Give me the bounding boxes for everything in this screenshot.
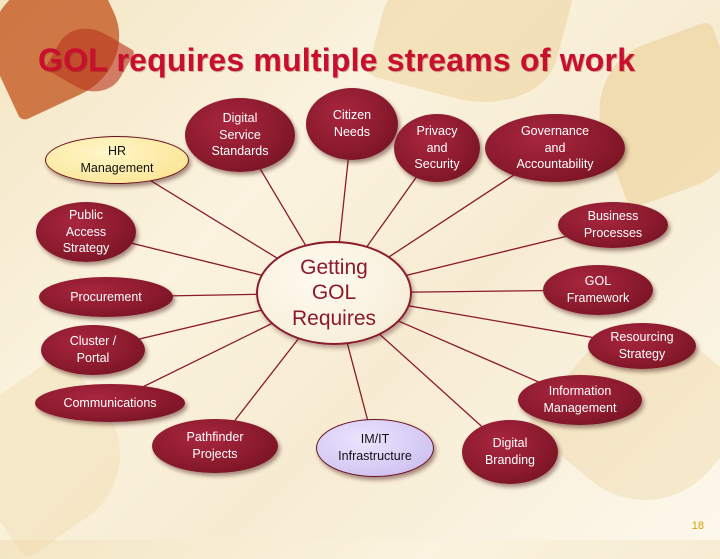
node-im-it-infrastructure[interactable]: IM/IT Infrastructure [316,419,434,477]
center-node: Getting GOL Requires [256,241,412,345]
node-gol-framework[interactable]: GOL Framework [543,265,653,315]
node-digital-service-standards[interactable]: Digital Service Standards [185,98,295,172]
node-cluster-portal[interactable]: Cluster / Portal [41,325,145,375]
node-citizen-needs[interactable]: Citizen Needs [306,88,398,160]
slide-title: GOL requires multiple streams of work [38,42,636,78]
node-hr-management[interactable]: HR Management [45,136,189,184]
node-pathfinder-projects[interactable]: Pathfinder Projects [152,419,278,473]
node-business-processes[interactable]: Business Processes [558,202,668,248]
node-privacy-and-security[interactable]: Privacy and Security [394,114,480,182]
node-procurement[interactable]: Procurement [39,277,173,317]
node-governance-and-accountability[interactable]: Governance and Accountability [485,114,625,182]
page-number: 18 [691,520,704,532]
node-public-access-strategy[interactable]: Public Access Strategy [36,202,136,262]
node-digital-branding[interactable]: Digital Branding [462,420,558,484]
node-resourcing-strategy[interactable]: Resourcing Strategy [588,323,696,369]
node-information-management[interactable]: Information Management [518,375,642,425]
node-communications[interactable]: Communications [35,384,185,422]
